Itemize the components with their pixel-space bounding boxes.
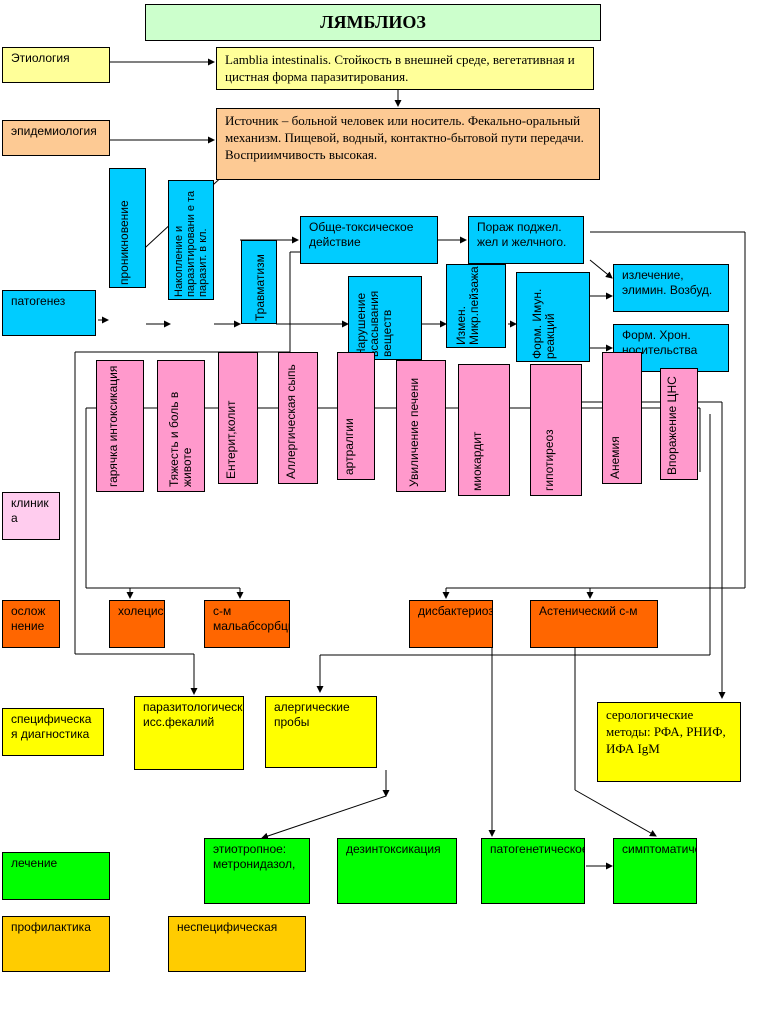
prophylaxis-nonspecific: неспецифическая <box>168 916 306 972</box>
pathogenesis-absorption: Нарушение всасывания веществ <box>348 276 422 360</box>
clinic-label: Тяжесть и боль в животе <box>167 391 194 487</box>
absorption-label: Нарушение всасывания веществ <box>354 290 394 357</box>
clinic-enteritis-colitis: Ентерит,колит <box>218 352 258 484</box>
epidemiology-text: Источник – больной человек или носитель.… <box>216 108 600 180</box>
pathogenesis-damage: Пораж поджел. жел и желчного. <box>468 216 584 264</box>
penetration-label: проникновение <box>117 200 131 285</box>
clinic-myocarditis: миокардит <box>458 364 510 496</box>
row-label-epidemiology: эпидемиология <box>2 120 110 156</box>
trauma-label: Травматизм <box>253 254 267 321</box>
row-label-complications: осложнение <box>2 600 60 648</box>
complication-asthenic: Астенический с-м <box>530 600 658 648</box>
treatment-etiotropic: этиотропное: метронидазол, <box>204 838 310 904</box>
pathogenesis-immune: Форм. Имун. реакций <box>516 272 590 362</box>
row-label-clinic: клиника <box>2 492 60 540</box>
clinic-arthralgia: артралгии <box>337 352 375 480</box>
clinic-label: Ентерит,колит <box>224 400 238 479</box>
clinic-label: гарячка интоксикация <box>106 365 120 487</box>
clinic-label: Впоражение ЦНС <box>665 376 679 475</box>
pathogenesis-trauma: Травматизм <box>241 240 277 324</box>
row-label-etiology: Этиология <box>2 47 110 83</box>
immune-label: Форм. Имун. реакций <box>530 288 557 359</box>
clinic-label: гипотиреоз <box>542 429 556 491</box>
row-label-treatment: лечение <box>2 852 110 900</box>
clinic-abdominal-pain: Тяжесть и боль в животе <box>157 360 205 492</box>
clinic-hypothyroidism: гипотиреоз <box>530 364 582 496</box>
treatment-symptomatic: симптоматическое <box>613 838 697 904</box>
pathogenesis-penetration: проникновение <box>109 168 146 288</box>
clinic-cns-damage: Впоражение ЦНС <box>660 368 698 480</box>
etiology-text: Lamblia intestinalis. Стойкость в внешне… <box>216 47 594 90</box>
diagnostics-serological: серологические методы: РФА, РНИФ, ИФА Ig… <box>597 702 741 782</box>
diagnostics-parasitological: паразитологическое исс.фекалий <box>134 696 244 770</box>
treatment-detox: дезинтоксикация <box>337 838 457 904</box>
pathogenesis-accumulation: Накопление и паразитировани е та паразит… <box>168 180 214 300</box>
clinic-liver-enlargement: Увиличение печени <box>396 360 446 492</box>
treatment-pathogenetic: патогенетическое <box>481 838 585 904</box>
microbial-label: Измен. Микр.пейзажа <box>454 266 481 345</box>
pathogenesis-recovery: излечение, элимин. Возбуд. <box>613 264 729 312</box>
row-label-pathogenesis: патогенез <box>2 290 96 336</box>
pathogenesis-microbial: Измен. Микр.пейзажа <box>446 264 506 348</box>
complication-malabsorption: с-м мальабсорбции <box>204 600 290 648</box>
diagnostics-allergic: алергические пробы <box>265 696 377 768</box>
clinic-label: Анемия <box>608 436 622 479</box>
complication-dysbacteriosis: дисбактериоз <box>409 600 493 648</box>
clinic-fever-intoxication: гарячка интоксикация <box>96 360 144 492</box>
pathogenesis-general-toxic: Обще-токсическое действие <box>300 216 438 264</box>
clinic-label: артралгии <box>342 418 356 475</box>
clinic-allergic-rash: Аллергическая сыпь <box>278 352 318 484</box>
diagram-title: ЛЯМБЛИОЗ <box>145 4 601 41</box>
accumulation-label: Накопление и паразитировани е та паразит… <box>173 190 209 297</box>
complication-cholecystitis: холецистит <box>109 600 165 648</box>
clinic-label: Аллергическая сыпь <box>284 364 298 479</box>
clinic-anemia: Анемия <box>602 352 642 484</box>
row-label-specific-diagnostics: специфическая диагностика <box>2 708 104 756</box>
row-label-prophylaxis: профилактика <box>2 916 110 972</box>
clinic-label: Увиличение печени <box>407 377 421 487</box>
clinic-label: миокардит <box>470 431 484 491</box>
